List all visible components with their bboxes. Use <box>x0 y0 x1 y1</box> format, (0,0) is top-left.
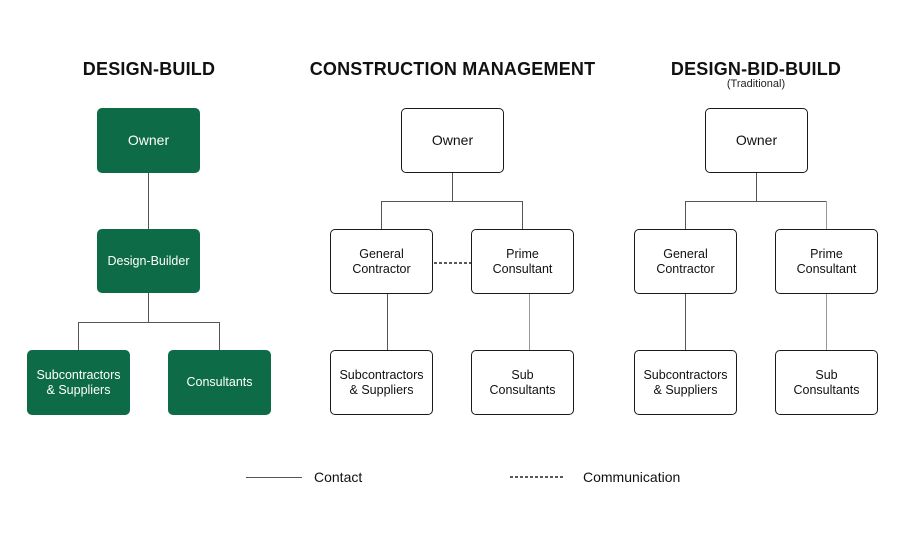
dbb-subcontractors-box: Subcontractors & Suppliers <box>634 350 737 415</box>
construction-management-title: CONSTRUCTION MANAGEMENT <box>309 59 596 79</box>
dbb-owner-label: Owner <box>735 132 778 148</box>
cm-right-drop-line <box>522 201 523 229</box>
design-build-title: DESIGN-BUILD <box>82 59 216 79</box>
dbb-sub-consultants-label: Sub Consultants <box>793 367 860 397</box>
dbb-owner-down-line <box>756 173 757 201</box>
legend-contact-label: Contact <box>314 469 363 485</box>
dbb-prime-consultant-label: Prime Consultant <box>796 246 857 276</box>
dbb-right-drop-line <box>826 201 827 229</box>
db-right-drop-line <box>219 322 220 350</box>
cm-communication-dashed-line <box>434 262 471 264</box>
dbb-pc-down-line <box>826 294 827 350</box>
dbb-gc-down-line <box>685 294 686 350</box>
cm-prime-consultant-label: Prime Consultant <box>492 246 553 276</box>
legend-communication-label: Communication <box>583 469 681 485</box>
dbb-general-contractor-label: General Contractor <box>656 246 715 276</box>
cm-owner-down-line <box>452 173 453 201</box>
dbb-owner-box: Owner <box>705 108 808 173</box>
db-design-builder-box: Design-Builder <box>97 229 200 293</box>
cm-gc-down-line <box>387 294 388 350</box>
db-subcontractors-box: Subcontractors & Suppliers <box>27 350 130 415</box>
db-owner-to-builder-line <box>148 173 149 229</box>
design-bid-build-subtitle: (Traditional) <box>726 78 786 90</box>
cm-sub-consultants-label: Sub Consultants <box>489 367 556 397</box>
cm-owner-box: Owner <box>401 108 504 173</box>
cm-general-contractor-label: General Contractor <box>352 246 411 276</box>
db-horizontal-line <box>78 322 220 323</box>
db-owner-label: Owner <box>127 132 170 148</box>
cm-pc-down-line <box>529 294 530 350</box>
db-consultants-box: Consultants <box>168 350 271 415</box>
db-left-drop-line <box>78 322 79 350</box>
cm-horizontal-line <box>381 201 523 202</box>
cm-left-drop-line <box>381 201 382 229</box>
dbb-general-contractor-box: General Contractor <box>634 229 737 294</box>
db-design-builder-label: Design-Builder <box>107 253 190 268</box>
cm-owner-label: Owner <box>431 132 474 148</box>
db-subcontractors-label: Subcontractors & Suppliers <box>36 367 121 397</box>
db-owner-box: Owner <box>97 108 200 173</box>
legend-communication-dashed-line <box>510 476 565 478</box>
cm-prime-consultant-box: Prime Consultant <box>471 229 574 294</box>
cm-subcontractors-label: Subcontractors & Suppliers <box>339 367 424 397</box>
legend-contact-line <box>246 477 302 478</box>
dbb-left-drop-line <box>685 201 686 229</box>
design-bid-build-title: DESIGN-BID-BUILD <box>670 59 842 79</box>
cm-subcontractors-box: Subcontractors & Suppliers <box>330 350 433 415</box>
db-builder-down-line <box>148 293 149 322</box>
dbb-sub-consultants-box: Sub Consultants <box>775 350 878 415</box>
cm-general-contractor-box: General Contractor <box>330 229 433 294</box>
db-consultants-label: Consultants <box>186 375 253 389</box>
cm-sub-consultants-box: Sub Consultants <box>471 350 574 415</box>
dbb-subcontractors-label: Subcontractors & Suppliers <box>643 367 728 397</box>
dbb-prime-consultant-box: Prime Consultant <box>775 229 878 294</box>
dbb-horizontal-line <box>685 201 827 202</box>
